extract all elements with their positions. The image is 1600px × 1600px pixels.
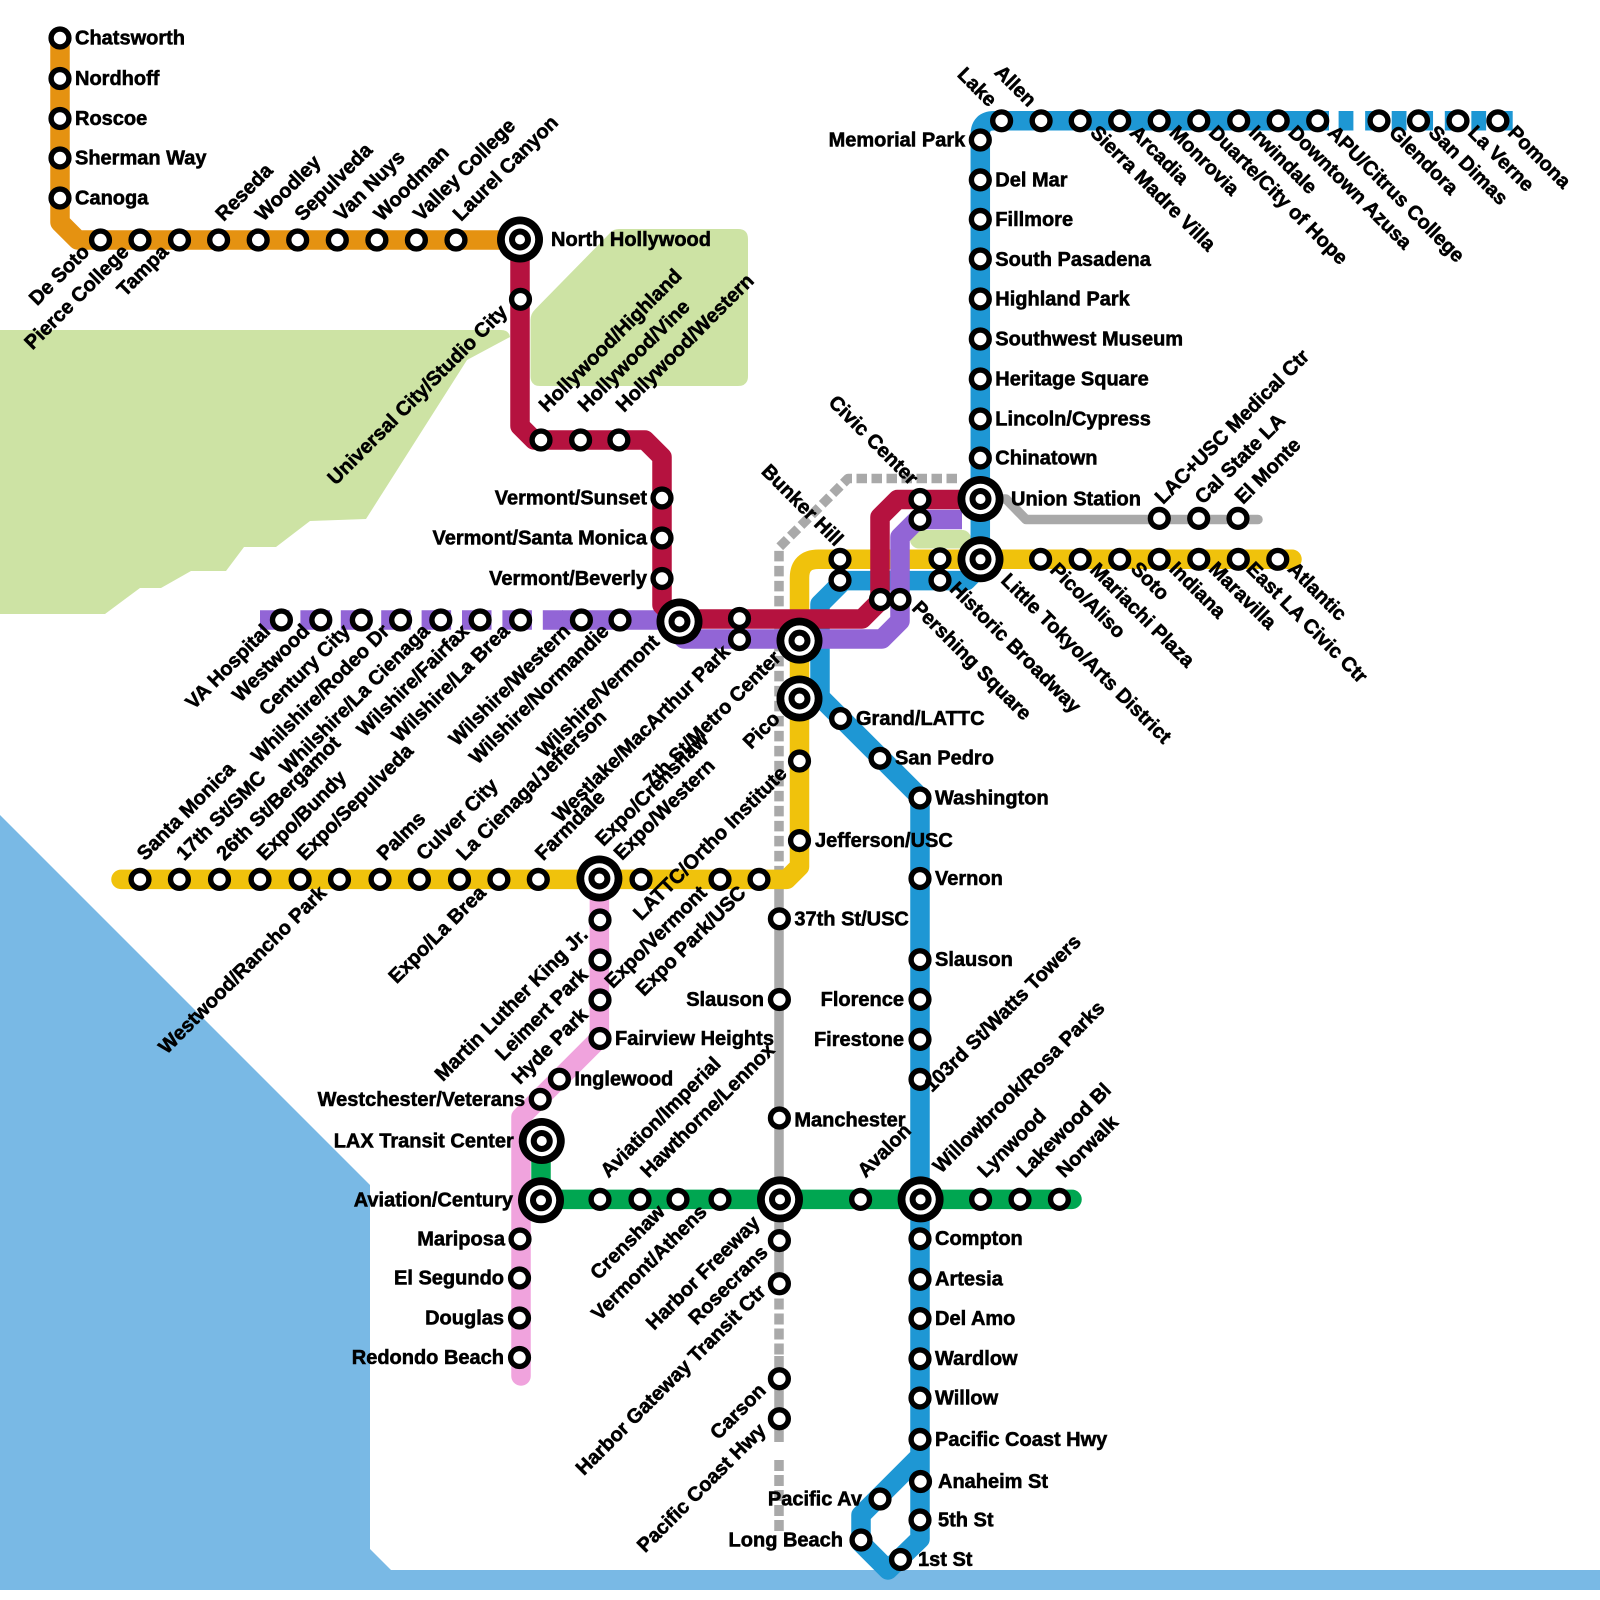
svg-text:Redondo Beach: Redondo Beach — [352, 1347, 504, 1369]
svg-text:Florence: Florence — [821, 989, 904, 1011]
svg-text:Memorial Park: Memorial Park — [829, 130, 967, 152]
svg-text:Chatsworth: Chatsworth — [75, 28, 185, 50]
svg-text:Union Station: Union Station — [1011, 489, 1141, 511]
svg-text:Inglewood: Inglewood — [574, 1069, 673, 1091]
svg-text:Del Amo: Del Amo — [935, 1308, 1015, 1330]
svg-text:Lincoln/Cypress: Lincoln/Cypress — [995, 408, 1151, 430]
svg-text:Vermont/Beverly: Vermont/Beverly — [489, 568, 648, 590]
svg-text:Chinatown: Chinatown — [995, 447, 1097, 469]
svg-text:Compton: Compton — [935, 1228, 1023, 1250]
svg-text:Canoga: Canoga — [75, 188, 149, 210]
svg-text:Highland Park: Highland Park — [995, 288, 1130, 310]
svg-text:Heritage Square: Heritage Square — [995, 368, 1148, 390]
svg-text:Fillmore: Fillmore — [995, 209, 1073, 231]
svg-text:Slauson: Slauson — [935, 949, 1013, 971]
svg-text:Nordhoff: Nordhoff — [75, 68, 160, 90]
svg-text:El Segundo: El Segundo — [394, 1268, 504, 1290]
svg-text:Anaheim St: Anaheim St — [938, 1471, 1048, 1493]
svg-text:Willow: Willow — [935, 1388, 999, 1410]
svg-text:Manchester: Manchester — [794, 1110, 905, 1132]
svg-text:Pacific Coast Hwy: Pacific Coast Hwy — [935, 1429, 1108, 1451]
svg-text:Southwest Museum: Southwest Museum — [995, 328, 1183, 350]
svg-text:Jefferson/USC: Jefferson/USC — [815, 830, 953, 852]
svg-text:Del Mar: Del Mar — [995, 169, 1067, 191]
svg-text:Fairview Heights: Fairview Heights — [615, 1028, 774, 1050]
svg-text:Wardlow: Wardlow — [935, 1348, 1018, 1370]
svg-text:1st St: 1st St — [918, 1549, 973, 1571]
svg-text:Vernon: Vernon — [935, 868, 1003, 890]
svg-text:Roscoe: Roscoe — [75, 108, 147, 130]
svg-text:Firestone: Firestone — [814, 1029, 904, 1051]
svg-text:Slauson: Slauson — [686, 989, 764, 1011]
svg-text:Artesia: Artesia — [935, 1269, 1004, 1291]
svg-text:Sherman Way: Sherman Way — [75, 148, 207, 170]
svg-text:Vermont/Sunset: Vermont/Sunset — [495, 488, 648, 510]
svg-text:Westchester/Veterans: Westchester/Veterans — [318, 1089, 526, 1111]
svg-text:37th St/USC: 37th St/USC — [794, 908, 908, 930]
svg-text:San Pedro: San Pedro — [895, 748, 994, 770]
svg-text:Pacific Av: Pacific Av — [768, 1489, 863, 1511]
svg-text:Mariposa: Mariposa — [417, 1229, 506, 1251]
svg-text:Grand/LATTC: Grand/LATTC — [856, 708, 985, 730]
svg-text:Vermont/Santa Monica: Vermont/Santa Monica — [433, 528, 648, 550]
svg-text:Long Beach: Long Beach — [729, 1530, 843, 1552]
svg-text:Washington: Washington — [935, 788, 1049, 810]
svg-text:North Hollywood: North Hollywood — [551, 229, 711, 251]
svg-text:Douglas: Douglas — [425, 1308, 504, 1330]
svg-text:Aviation/Century: Aviation/Century — [354, 1190, 514, 1212]
svg-text:LAX Transit Center: LAX Transit Center — [334, 1131, 514, 1153]
svg-text:5th St: 5th St — [938, 1510, 994, 1532]
svg-text:South Pasadena: South Pasadena — [995, 249, 1151, 271]
